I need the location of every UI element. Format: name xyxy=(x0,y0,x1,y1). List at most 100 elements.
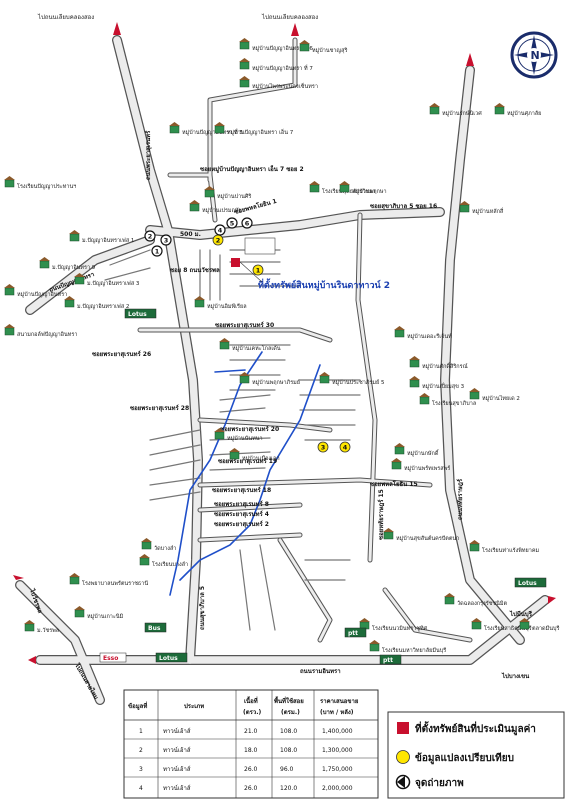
place-label: หมู่บ้านหลักสี่ xyxy=(472,207,504,215)
place-46: Lotus xyxy=(514,577,547,588)
road-label-soi-28: ซอยพระยาสุเรนทร์ 28 xyxy=(130,404,189,412)
place-label: วัดบางลำ xyxy=(154,545,176,552)
svg-text:4: 4 xyxy=(218,227,223,235)
place-label: โรงเรียนบางลำ xyxy=(152,560,188,568)
house-icon xyxy=(141,538,152,550)
subject-label: ที่ตั้งทรัพย์สินหมู่บ้านรินดาทาวน์ 2 xyxy=(258,278,390,291)
brand-label: ptt xyxy=(383,657,393,664)
place-27: หมู่บ้านศักดิ์สิริกรณ์ xyxy=(409,356,468,370)
house-icon xyxy=(429,103,440,115)
road-network xyxy=(15,35,550,705)
place-label: หมู่บ้านปัญญาอินทรา ที่ 5 xyxy=(182,128,243,136)
place-13: หมู่บ้านพฤกษา xyxy=(339,181,387,195)
place-32: หมู่บ้านเมืองเอก xyxy=(229,448,280,462)
place-label: โรงเรียนนวมินทราชูทิศ xyxy=(372,624,428,632)
comparison-marker-1: 1 xyxy=(252,264,264,276)
place-label: หมู่บ้านพฤกษา xyxy=(352,188,387,195)
road-label-top-left: ไปถนนเลียบคลองสอง xyxy=(37,13,94,21)
arrow-left-bottom xyxy=(28,656,36,664)
place-label: หมู่บ้านปัญญาอินทรา ที่ 7 xyxy=(252,64,313,72)
place-31: หมู่บ้านนันทนา xyxy=(214,428,263,442)
house-icon xyxy=(4,176,15,188)
house-icon xyxy=(469,540,480,552)
comparison-marker-4: 4 xyxy=(339,441,351,453)
comparison-table: ข้อมูลที่ ประเภท เนื้อที่ (ตรว.) พื้นที่… xyxy=(123,689,379,799)
photo-point-2: 2 xyxy=(144,230,156,242)
place-label: ม.ปัญญาอินทราเฟส 1 xyxy=(82,237,134,244)
place-23: หมู่บ้านเคหะโกลเด้น xyxy=(219,338,281,352)
house-icon xyxy=(394,443,405,455)
place-label: ม.ปัญญาอินทรา 9 xyxy=(52,264,96,271)
place-28: หมู่บ้านเปี่ยมสุข 3 xyxy=(409,376,465,390)
house-icon xyxy=(4,284,15,296)
road-label-main-vertical: ถนนพระยาสุเรนทร์ xyxy=(144,130,152,180)
place-38: โรงพยาบาลนพรัตนราชธานี xyxy=(69,573,148,587)
house-icon xyxy=(239,76,250,88)
place-6: หมู่บ้านปัญญาอินทรา เอ็น 7 xyxy=(214,122,294,136)
arrow-top-center xyxy=(291,23,299,36)
house-icon xyxy=(24,620,35,632)
arrow-right xyxy=(548,596,556,604)
brand-badge xyxy=(124,308,157,319)
legend-property-label: ที่ตั้งทรัพย์สินที่ประเมินมูลค่า xyxy=(415,721,536,736)
place-34: หมู่บ้านพร์ทเพรสพร์ xyxy=(391,458,450,472)
table-cell: 18.0 xyxy=(244,747,258,754)
comparison-marker-2: 2 xyxy=(212,234,224,246)
table-header-type: ประเภท xyxy=(184,702,204,710)
house-icon xyxy=(39,257,50,269)
place-39: ม.วัชรพล xyxy=(24,620,59,634)
place-37: โรงเรียนบางลำ xyxy=(139,554,188,568)
place-10: หมู่บ้านปานศิริ xyxy=(204,186,251,200)
svg-text:4: 4 xyxy=(343,444,348,452)
property-marker xyxy=(231,258,240,267)
svg-text:6: 6 xyxy=(245,220,250,228)
road-label-main-right: ถนนหทัยราษฎร์ xyxy=(456,478,464,520)
place-3: หมู่บ้านปัญญาอินทรา ที่ 7 xyxy=(239,58,313,72)
place-label: หมู่บ้านนันทนา xyxy=(227,435,263,442)
place-21: หมู่บ้านอิมพีเรียล xyxy=(194,296,247,310)
road-label-to-bangkok: ไปบางเขน xyxy=(501,672,530,680)
road-label-soi-30: ซอยพระยาสุเรนทร์ 30 xyxy=(215,321,274,329)
place-17: ม.ปัญญาอินทราเฟส 3 xyxy=(74,273,140,287)
place-43: โรงเรียนสาธิตมีนบุรี xyxy=(471,618,532,632)
house-icon xyxy=(494,103,505,115)
place-label: หมู่บ้านพฤกษาภิรมย์ xyxy=(252,379,300,386)
house-icon xyxy=(459,201,470,213)
brand-badge xyxy=(99,652,127,663)
place-label: หมู่บ้านศุภาลัย xyxy=(507,110,541,117)
house-icon xyxy=(409,376,420,388)
road-label-soi-right-lower: ซอยหทัยราษฎร์ 15 xyxy=(377,489,385,540)
place-label: หมู่บ้านชาญสุริ xyxy=(312,47,347,54)
canal-lines xyxy=(169,351,321,596)
house-icon xyxy=(169,122,180,134)
brand-label: Lotus xyxy=(518,580,537,587)
arrow-top-left xyxy=(113,22,121,35)
place-label: ม.ปัญญาอินทราเฟส 2 xyxy=(77,303,129,310)
svg-text:1: 1 xyxy=(256,267,261,275)
place-33: หมู่บ้านกษักดิ์ xyxy=(394,443,440,457)
house-icon xyxy=(189,200,200,212)
compass-rose: N xyxy=(510,31,558,79)
place-label: หมู่บ้านไพรพระนครเซ็นทรา xyxy=(252,82,318,90)
place-label: โรงเรียนมหาวิทยาลัยมีนบุรี xyxy=(382,646,446,654)
house-icon xyxy=(229,448,240,460)
place-20: สนามกอล์ฟปัญญาอินทรา xyxy=(4,324,77,338)
place-1: หมู่บ้านปัญญาอินทรา ที่ 6 xyxy=(239,38,313,52)
place-5: หมู่บ้านปัญญาอินทรา ที่ 5 xyxy=(169,122,243,136)
house-icon xyxy=(204,186,215,198)
road-label-main-horizontal: ถนนรามอินทรา xyxy=(300,667,341,675)
arrow-top-right xyxy=(466,53,474,66)
house-icon xyxy=(444,593,455,605)
table-header-price-unit: (บาท / หลัง) xyxy=(320,708,354,716)
place-8: หมู่บ้านศุภาลัย xyxy=(494,103,541,117)
house-icon xyxy=(69,573,80,585)
house-icon xyxy=(74,606,85,618)
place-label: สนามกอล์ฟปัญญาอินทรา xyxy=(17,331,77,338)
house-icon xyxy=(219,338,230,350)
road-label-soi-19: ซอยพระยาสุเรนทร์ 19 xyxy=(218,457,277,465)
place-label: หมู่บ้านปัญญาอินทรา xyxy=(17,291,67,298)
